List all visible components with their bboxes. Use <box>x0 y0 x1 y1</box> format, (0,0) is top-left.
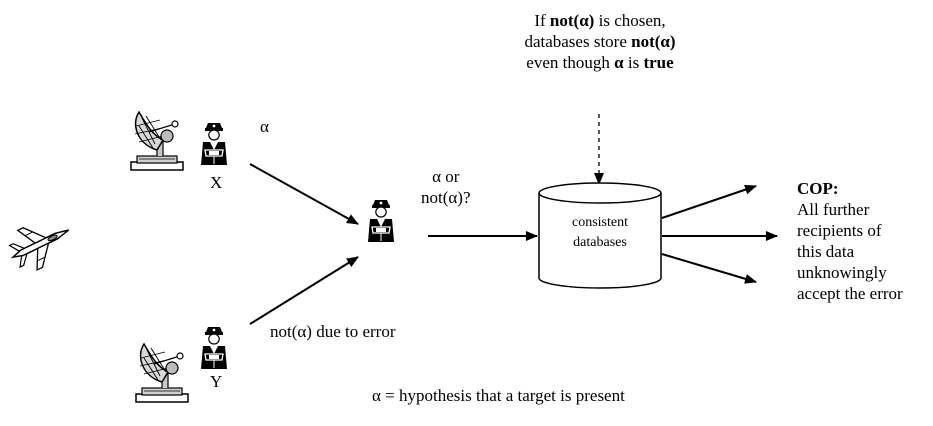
database-note: If not(α) is chosen, databases store not… <box>440 10 760 73</box>
radar-dish-icon-y <box>135 343 189 403</box>
cop-line: All further <box>797 200 870 219</box>
cop-block: COP: All further recipients of this data… <box>797 178 903 304</box>
arrow-y-to-fusion <box>249 256 359 325</box>
question-line-1: α or <box>432 167 460 186</box>
note-line-2-pre: databases store <box>524 32 632 51</box>
question-line-2: not(α)? <box>421 188 471 207</box>
database-label-line-2: databases <box>573 235 627 250</box>
note-line-1-bold: not(α) <box>549 11 595 30</box>
note-line-2-bold: not(α) <box>631 32 676 51</box>
cop-title: COP: <box>797 179 839 198</box>
arrow-x-to-fusion <box>249 163 359 225</box>
database-cylinder-icon <box>538 182 662 289</box>
fighter-jet-icon <box>8 227 70 271</box>
operator-x-icon <box>200 122 228 166</box>
arrow-db-to-cop-top <box>661 184 757 219</box>
cop-line: accept the error <box>797 284 903 303</box>
note-line-3-true: true <box>643 53 674 72</box>
note-line-3: even though α is true <box>440 52 760 73</box>
note-line-1: If not(α) is chosen, <box>440 10 760 31</box>
note-line-3-pre: even though <box>526 53 615 72</box>
note-line-3-alpha: α <box>614 53 624 72</box>
label-alpha: α <box>260 117 269 136</box>
database-label-line-1: consistent <box>572 215 628 230</box>
cop-line: recipients of <box>797 221 882 240</box>
radar-dish-icon-x <box>130 111 184 171</box>
label-error-report: not(α) due to error <box>270 322 396 341</box>
fusion-operator-icon <box>367 199 395 243</box>
cop-line: this data <box>797 242 855 261</box>
note-line-1-post: is chosen, <box>594 11 666 30</box>
label-operator-x: X <box>210 173 223 192</box>
cop-line: unknowingly <box>797 263 887 282</box>
label-question: α or not(α)? <box>421 166 471 208</box>
note-line-2: databases store not(α) <box>440 31 760 52</box>
operator-y-icon <box>200 326 228 370</box>
arrow-db-to-cop-bottom <box>661 253 757 284</box>
note-line-3-mid: is <box>623 53 644 72</box>
database-label: consistent databases <box>545 213 655 253</box>
alpha-definition: α = hypothesis that a target is present <box>372 386 625 405</box>
note-line-1-pre: If <box>534 11 550 30</box>
label-operator-y: Y <box>210 372 223 391</box>
